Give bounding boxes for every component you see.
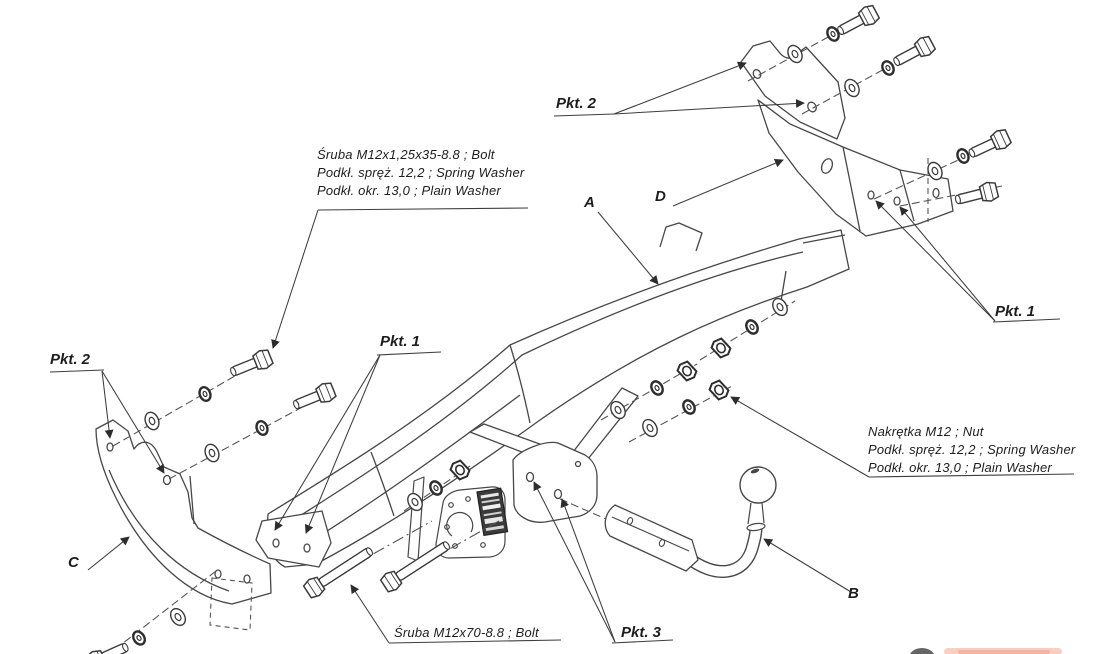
leader-lines [49, 61, 1075, 644]
bolt [833, 2, 882, 41]
type-plate [407, 476, 509, 562]
bracket-c [95, 419, 272, 605]
part-label-d: D [655, 188, 666, 205]
pkt-3-label: Pkt. 3 [621, 624, 662, 641]
callout-bolt-m12x70-line1: Śruba M12x70-8.8 ; Bolt [394, 625, 539, 640]
plain-washer [201, 441, 223, 465]
spring-washer [742, 317, 762, 337]
callout-nut-m12-line2: Podkł. spręż. 12,2 ; Spring Washer [868, 442, 1076, 457]
part-label-c: C [68, 554, 79, 571]
bracket-d [740, 40, 954, 237]
ball-mount-plate [512, 441, 598, 523]
callout-bolt-m12x35-line1: Śruba M12x1,25x35-8.8 ; Bolt [317, 147, 495, 162]
part-label-a: A [584, 194, 595, 211]
spring-washer [253, 418, 271, 438]
plain-washer [841, 76, 863, 100]
nut [674, 358, 700, 384]
bolt [289, 380, 338, 416]
spring-washer [878, 58, 898, 78]
pkt-2-label-left: Pkt. 2 [50, 351, 91, 368]
bolt [952, 179, 1000, 211]
spring-washer [954, 146, 972, 166]
plain-washer [166, 605, 190, 629]
callout-nut-m12: Nakrętka M12 ; Nut Podkł. spręż. 12,2 ; … [868, 423, 1075, 477]
type-sticker [476, 487, 509, 537]
callout-nut-m12-line1: Nakrętka M12 ; Nut [868, 424, 984, 439]
pkt-1-label-center: Pkt. 1 [380, 333, 421, 350]
partial-logo [910, 648, 1062, 654]
spring-washer [647, 378, 667, 398]
tow-ball [604, 466, 777, 578]
callout-nut-m12-line3: Podkł. okr. 13,0 ; Plain Washer [868, 460, 1052, 475]
bolt [889, 33, 938, 72]
callout-bolt-m12x35-line2: Podkł. spręż. 12,2 ; Spring Washer [317, 165, 525, 180]
callout-bolt-m12x35-line3: Podkł. okr. 13,0 ; Plain Washer [317, 183, 501, 198]
bolt [965, 126, 1013, 164]
bolt [226, 347, 275, 383]
pkt-1-label-right: Pkt. 1 [995, 303, 1036, 320]
spring-washer [129, 628, 149, 648]
callout-bolt-m12x70: Śruba M12x70-8.8 ; Bolt [394, 624, 539, 642]
spring-washer [196, 384, 214, 404]
callout-bolt-m12x35: Śruba M12x1,25x35-8.8 ; Bolt Podkł. sprę… [317, 146, 524, 200]
nut [706, 377, 732, 403]
plain-washer [141, 409, 163, 433]
plain-washer [639, 416, 661, 440]
part-label-b: B [848, 585, 859, 602]
pkt-2-label-top-right: Pkt. 2 [556, 95, 597, 112]
bolt [84, 637, 133, 654]
nut [708, 335, 734, 361]
